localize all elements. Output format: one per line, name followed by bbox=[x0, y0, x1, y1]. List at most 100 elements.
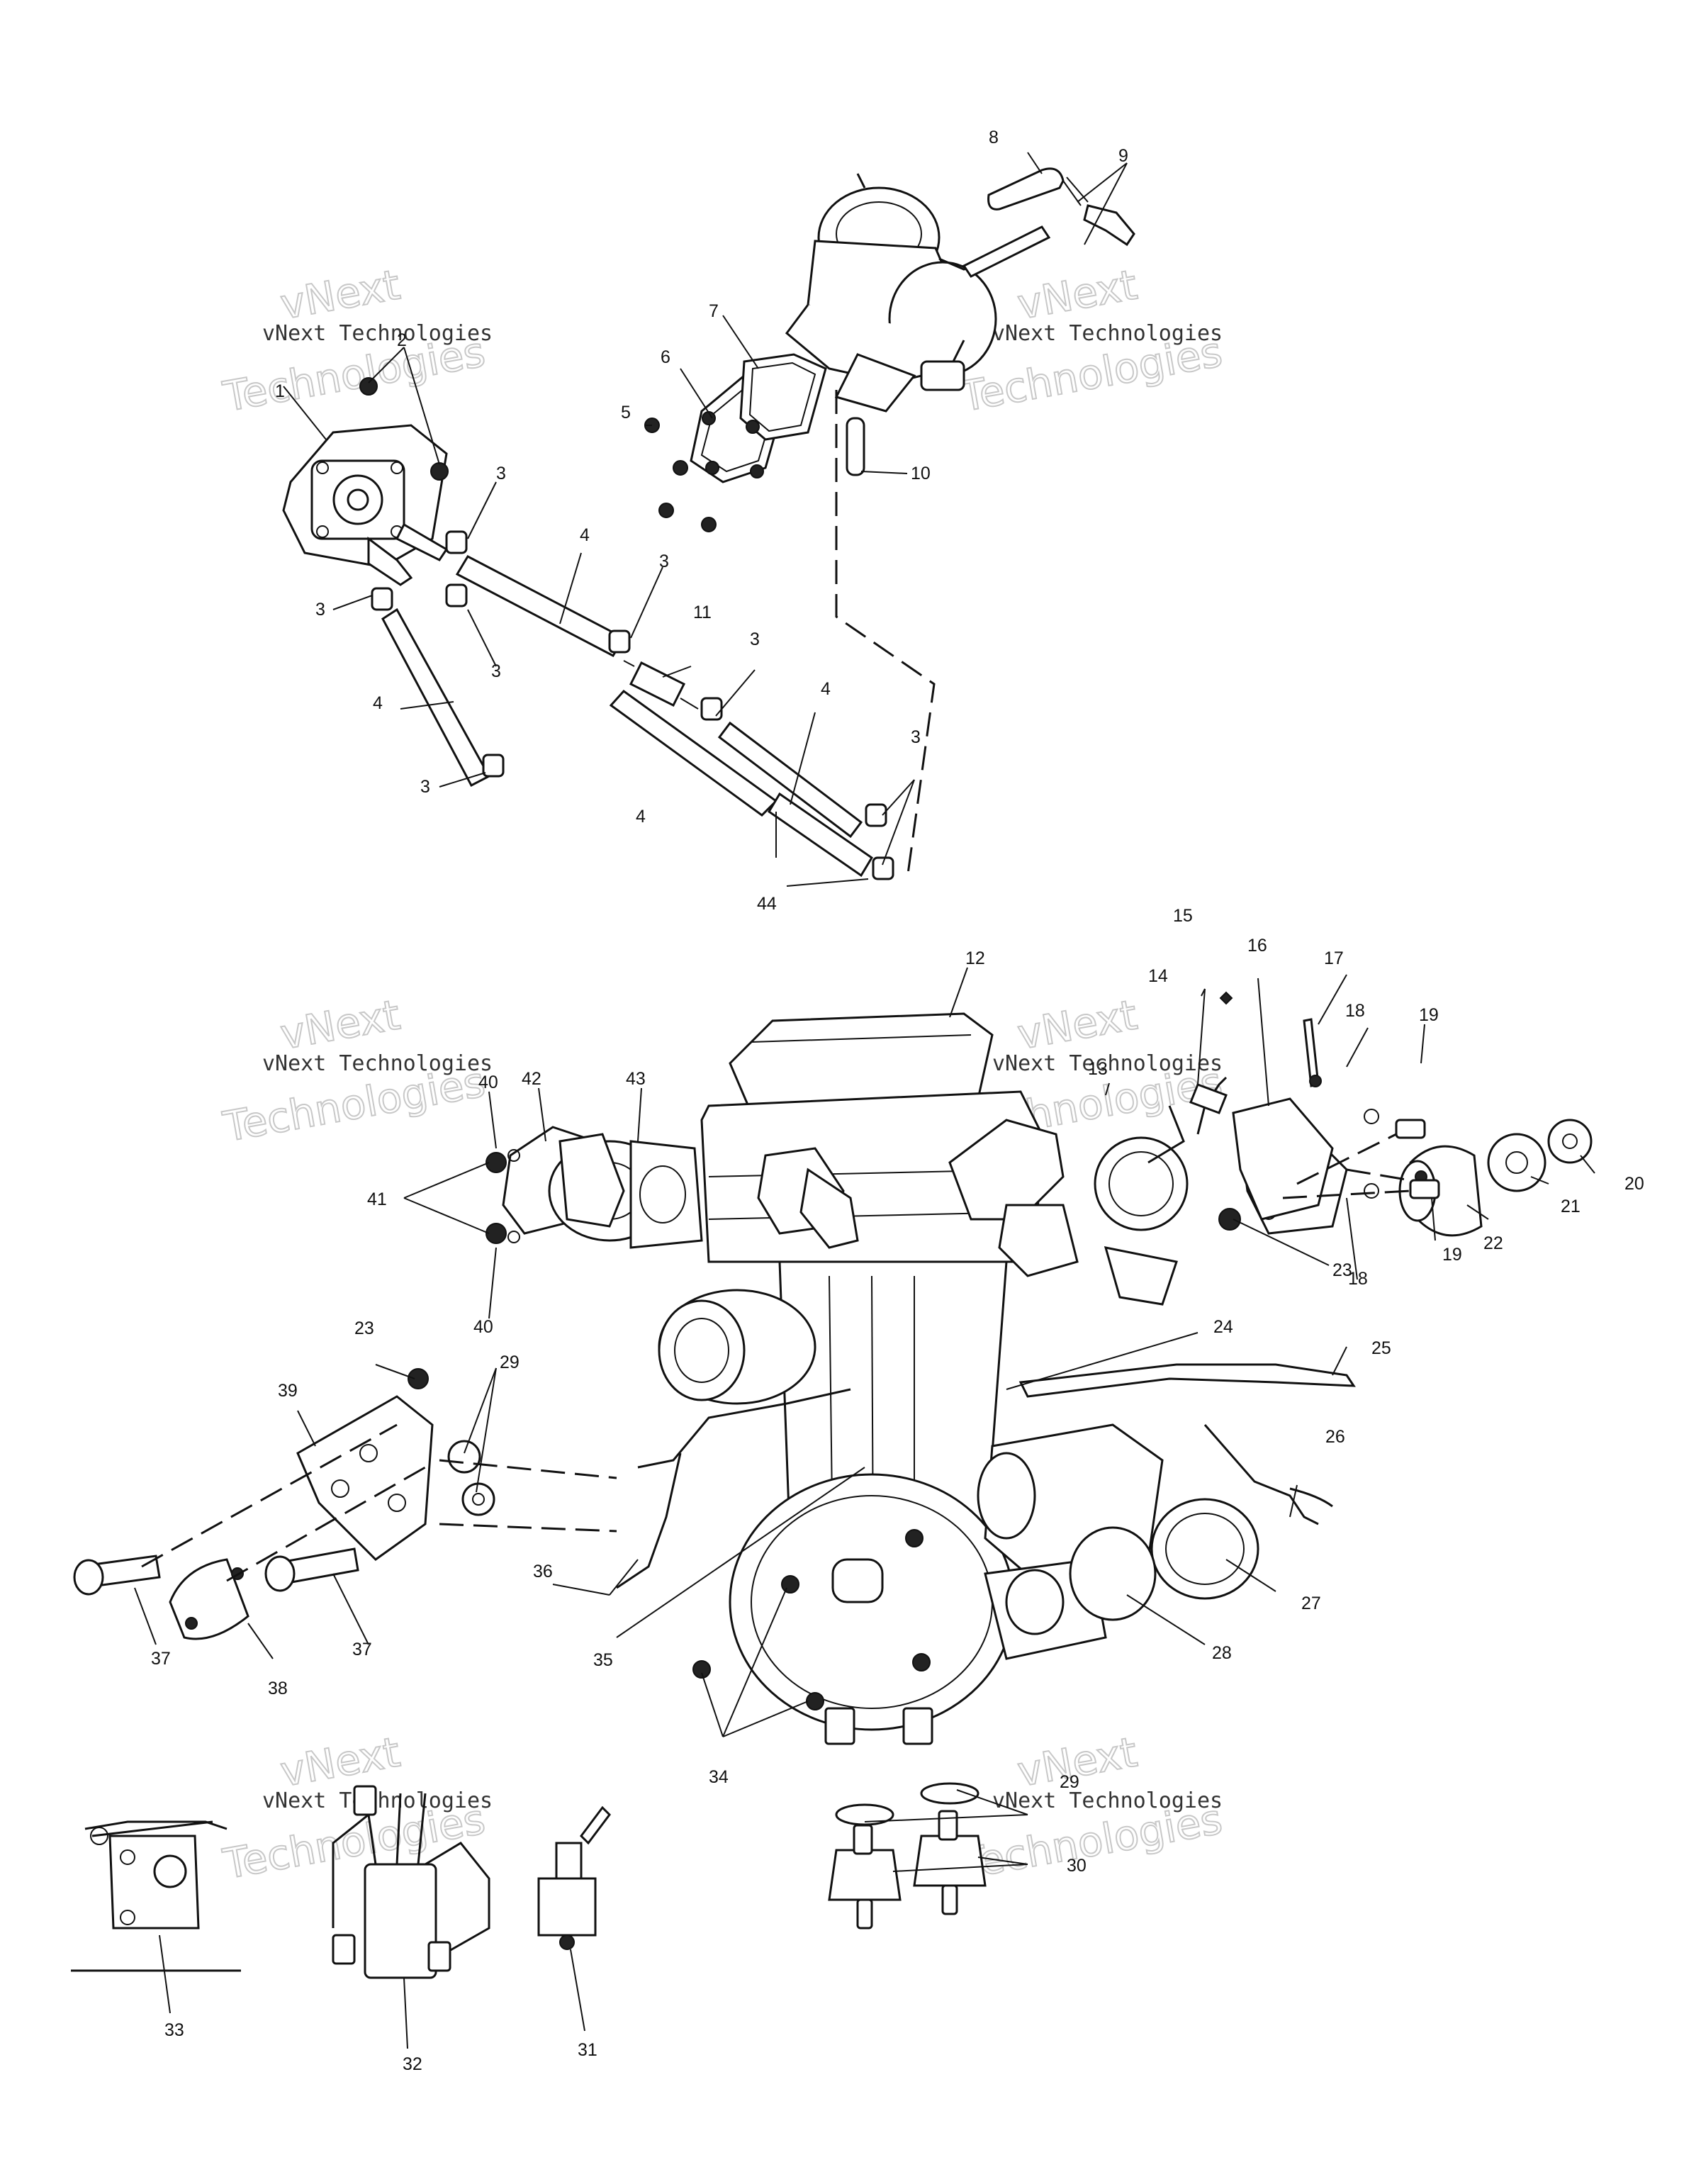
label-20: 20 bbox=[1624, 1174, 1644, 1194]
label-21: 21 bbox=[1561, 1197, 1581, 1216]
label-38: 38 bbox=[268, 1679, 288, 1698]
label-43: 43 bbox=[626, 1069, 646, 1089]
label-4c: 4 bbox=[821, 679, 831, 699]
label-31: 31 bbox=[578, 2040, 597, 2060]
label-27: 27 bbox=[1301, 1594, 1321, 1613]
right-mount-parts bbox=[1364, 1109, 1593, 1237]
label-37a: 37 bbox=[151, 1649, 171, 1669]
fuel-filter bbox=[623, 660, 699, 710]
label-28: 28 bbox=[1212, 1643, 1232, 1663]
svg-text:vNext: vNext bbox=[277, 260, 404, 328]
label-18b: 18 bbox=[1348, 1269, 1368, 1289]
label-42: 42 bbox=[522, 1069, 541, 1089]
upper-dashed-routing bbox=[835, 390, 936, 880]
label-3d: 3 bbox=[659, 551, 669, 571]
label-40a: 40 bbox=[478, 1073, 498, 1092]
label-23a: 23 bbox=[1332, 1260, 1352, 1280]
label-22: 22 bbox=[1483, 1233, 1503, 1253]
label-3e: 3 bbox=[750, 629, 760, 649]
label-19b: 19 bbox=[1442, 1245, 1462, 1265]
label-1: 1 bbox=[275, 381, 285, 401]
label-34: 34 bbox=[709, 1767, 729, 1787]
carb-fuel-line bbox=[987, 167, 1135, 247]
cdi-box-32 bbox=[332, 1785, 490, 1979]
label-18a: 18 bbox=[1345, 1001, 1365, 1021]
label-16: 16 bbox=[1247, 936, 1267, 956]
bracket-16 bbox=[1232, 1097, 1334, 1221]
watermark-1: vNext vNext Technologies Technologies bbox=[219, 259, 493, 422]
label-5: 5 bbox=[621, 403, 631, 422]
thermostat-housing bbox=[757, 1147, 859, 1249]
carburetor bbox=[785, 173, 1051, 413]
label-14: 14 bbox=[1148, 966, 1168, 986]
label-3g: 3 bbox=[420, 777, 430, 797]
label-17: 17 bbox=[1324, 948, 1344, 968]
solenoid-33 bbox=[71, 1820, 241, 1972]
svg-text:vNext: vNext bbox=[1014, 990, 1141, 1058]
engine-mount-left bbox=[296, 1368, 495, 1561]
label-3f: 3 bbox=[911, 727, 921, 747]
exhaust-gasket-left bbox=[485, 1133, 625, 1244]
label-6: 6 bbox=[661, 347, 670, 367]
intake-manifold-right bbox=[948, 1119, 1189, 1306]
svg-text:vNext Technologies: vNext Technologies bbox=[262, 1788, 493, 1813]
svg-text:vNext: vNext bbox=[277, 1727, 404, 1796]
label-2: 2 bbox=[397, 330, 407, 350]
watermark-2: vNext vNext Technologies Technologies bbox=[956, 259, 1227, 422]
label-33: 33 bbox=[164, 2020, 184, 2040]
part-labels: 1 2 3 3 3 3 3 3 3 4 4 4 4 5 6 7 8 9 10 1… bbox=[151, 128, 1644, 2074]
label-4a: 4 bbox=[580, 525, 590, 545]
label-4b: 4 bbox=[373, 693, 383, 713]
label-12: 12 bbox=[965, 948, 985, 968]
relay-31 bbox=[537, 1805, 611, 1950]
svg-text:vNext Technologies: vNext Technologies bbox=[992, 321, 1223, 346]
label-24: 24 bbox=[1213, 1317, 1233, 1337]
label-3b: 3 bbox=[315, 600, 325, 620]
carb-gasket-flange bbox=[690, 353, 827, 483]
svg-text:vNext Technologies: vNext Technologies bbox=[262, 1051, 493, 1076]
svg-text:vNext: vNext bbox=[277, 990, 404, 1058]
label-3c: 3 bbox=[491, 661, 501, 681]
left-mount-hardware bbox=[73, 1547, 359, 1640]
fuel-hoses bbox=[381, 555, 874, 878]
leader-lines bbox=[134, 152, 1595, 2049]
label-8: 8 bbox=[989, 128, 999, 147]
wiring-harness bbox=[609, 1363, 1356, 1596]
label-30: 30 bbox=[1067, 1856, 1087, 1876]
mount-dashed-lines bbox=[141, 1133, 1411, 1582]
label-41: 41 bbox=[367, 1189, 387, 1209]
oil-filter bbox=[658, 1289, 816, 1405]
relay-bolt-17 bbox=[1303, 1018, 1322, 1087]
watermark-6: vNext vNext Technologies Technologies bbox=[956, 1727, 1227, 1889]
label-32: 32 bbox=[403, 2054, 422, 2074]
label-40b: 40 bbox=[473, 1317, 493, 1337]
label-25: 25 bbox=[1371, 1338, 1391, 1358]
label-36: 36 bbox=[533, 1562, 553, 1581]
label-29a: 29 bbox=[500, 1353, 520, 1372]
svg-text:vNext Technologies: vNext Technologies bbox=[262, 321, 493, 346]
label-35: 35 bbox=[593, 1650, 613, 1670]
crankcase-cover bbox=[692, 1473, 1015, 1745]
label-3a: 3 bbox=[496, 464, 506, 483]
label-10: 10 bbox=[911, 464, 931, 483]
label-9: 9 bbox=[1118, 146, 1128, 166]
label-39: 39 bbox=[278, 1381, 298, 1401]
svg-text:vNext: vNext bbox=[1014, 260, 1141, 328]
lower-mounts bbox=[828, 1782, 987, 1930]
svg-text:vNext Technologies: vNext Technologies bbox=[992, 1051, 1223, 1076]
label-26: 26 bbox=[1325, 1427, 1345, 1447]
label-19a: 19 bbox=[1419, 1005, 1439, 1025]
label-37b: 37 bbox=[352, 1640, 372, 1659]
svg-text:vNext Technologies: vNext Technologies bbox=[992, 1788, 1223, 1813]
spark-plug-wire bbox=[1147, 991, 1233, 1164]
fuel-pump bbox=[282, 377, 449, 586]
label-7: 7 bbox=[709, 301, 719, 321]
watermark-3: vNext vNext Technologies Technologies bbox=[219, 990, 493, 1152]
carb-drain-tube bbox=[846, 417, 865, 476]
label-23b: 23 bbox=[354, 1318, 374, 1338]
label-13: 13 bbox=[1088, 1059, 1108, 1079]
label-11: 11 bbox=[693, 603, 712, 622]
air-intake-boot bbox=[1005, 1498, 1259, 1635]
label-44: 44 bbox=[757, 894, 777, 914]
